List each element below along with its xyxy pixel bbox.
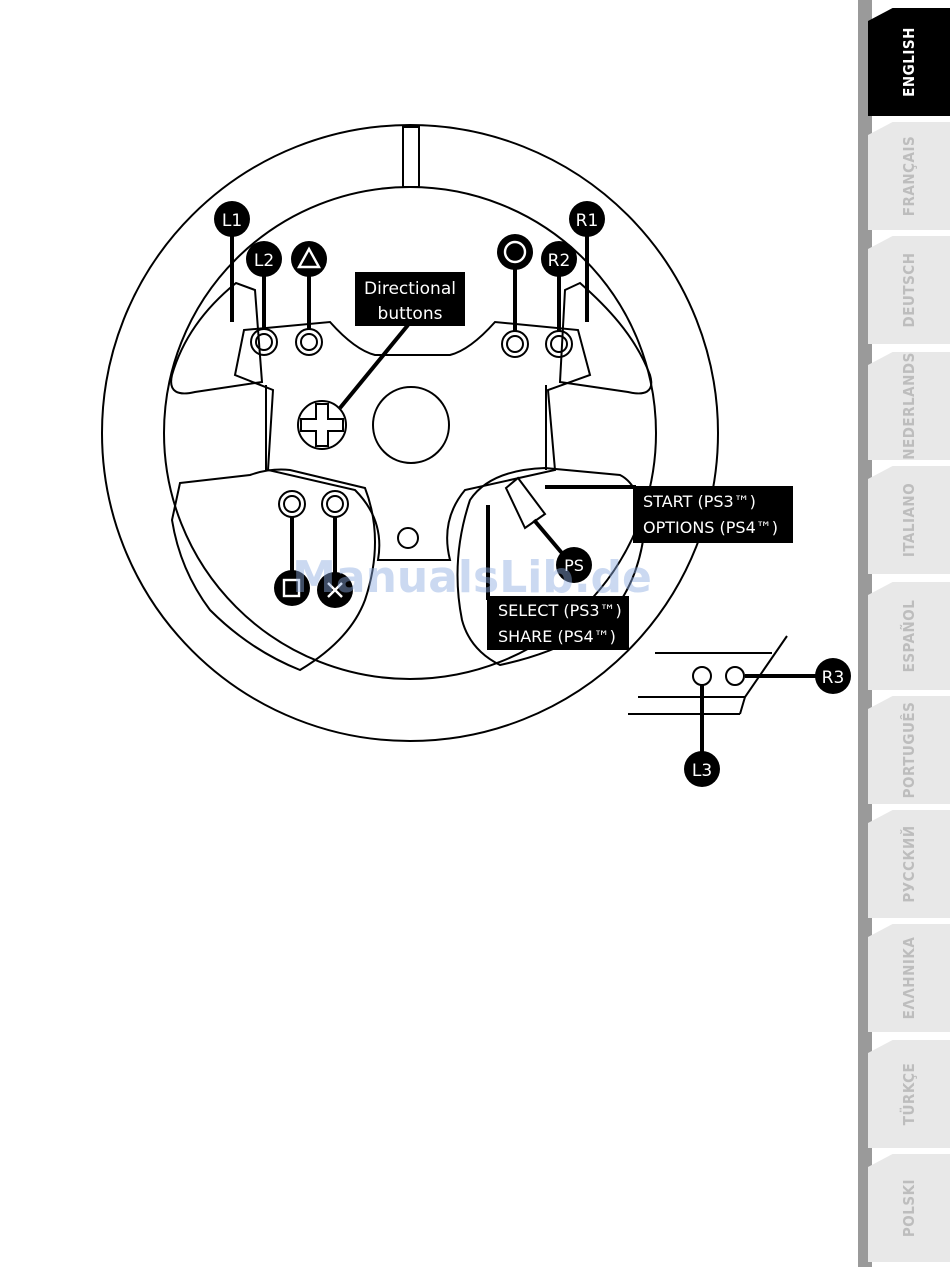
triangle-callout bbox=[291, 241, 327, 277]
r1-callout: R1 bbox=[569, 201, 605, 237]
svg-text:R3: R3 bbox=[822, 668, 845, 688]
language-tabs: ENGLISH FRANÇAIS DEUTSCH NEDERLANDS ITALIANO… bbox=[858, 0, 950, 1267]
language-tab[interactable]: ΕΛΛΗΝΙΚΑ bbox=[868, 924, 950, 1032]
ps-lever-outline bbox=[506, 478, 545, 528]
select-share-label: SELECT (PS3™) SHARE (PS4™) bbox=[487, 596, 629, 650]
square-button-ring bbox=[279, 491, 305, 517]
r3-callout: R3 bbox=[815, 658, 851, 694]
l2-callout: L2 bbox=[246, 241, 282, 277]
language-tab-label: ENGLISH bbox=[900, 27, 918, 97]
language-tab-label: TÜRKÇE bbox=[900, 1063, 918, 1125]
language-tab[interactable]: NEDERLANDS bbox=[868, 352, 950, 460]
triangle-button-ring bbox=[296, 329, 322, 355]
directional-leader bbox=[340, 325, 408, 408]
l3-callout: L3 bbox=[684, 751, 720, 787]
language-tab-label: NEDERLANDS bbox=[900, 352, 918, 460]
ps-callout: PS bbox=[556, 547, 592, 583]
language-tab-label: PORTUGUÊS bbox=[900, 702, 918, 799]
language-tab[interactable]: TÜRKÇE bbox=[868, 1040, 950, 1148]
hub-screw bbox=[398, 528, 418, 548]
language-tab-label: POLSKI bbox=[900, 1179, 918, 1237]
r2-button-ring bbox=[546, 331, 572, 357]
language-tab[interactable]: FRANÇAIS bbox=[868, 122, 950, 230]
cross-button-ring bbox=[322, 491, 348, 517]
language-tab[interactable]: ITALIANO bbox=[868, 466, 950, 574]
svg-text:L1: L1 bbox=[222, 211, 242, 231]
svg-text:R2: R2 bbox=[548, 251, 571, 271]
triangle-button[interactable] bbox=[301, 334, 317, 350]
svg-text:L2: L2 bbox=[254, 251, 274, 271]
dpad-ring bbox=[298, 401, 346, 449]
left-paddle-outline bbox=[171, 283, 262, 393]
dpad-cross bbox=[301, 404, 343, 446]
cross-callout bbox=[317, 572, 353, 608]
svg-text:OPTIONS (PS4™): OPTIONS (PS4™) bbox=[643, 518, 778, 537]
language-tab[interactable]: DEUTSCH bbox=[868, 236, 950, 344]
circle-callout bbox=[497, 234, 533, 270]
l1-callout: L1 bbox=[214, 201, 250, 237]
svg-text:PS: PS bbox=[564, 556, 584, 575]
circle-button-ring bbox=[502, 331, 528, 357]
circle-button[interactable] bbox=[507, 336, 523, 352]
svg-text:SELECT (PS3™): SELECT (PS3™) bbox=[498, 601, 622, 620]
cross-button[interactable] bbox=[327, 496, 343, 512]
lower-left-grip-outline bbox=[172, 470, 375, 670]
r2-button[interactable] bbox=[551, 336, 567, 352]
directional-buttons-label: Directional buttons bbox=[355, 272, 465, 326]
language-tab[interactable]: POLSKI bbox=[868, 1154, 950, 1262]
wheel-hub bbox=[373, 387, 449, 463]
language-tab-label: РУССКИЙ bbox=[900, 825, 918, 902]
language-tab[interactable]: ENGLISH bbox=[868, 8, 950, 116]
svg-text:buttons: buttons bbox=[378, 304, 443, 324]
svg-text:R1: R1 bbox=[576, 211, 599, 231]
svg-text:L3: L3 bbox=[692, 761, 712, 781]
language-tab-label: DEUTSCH bbox=[900, 252, 918, 327]
svg-text:Directional: Directional bbox=[364, 279, 456, 299]
language-tab[interactable]: РУССКИЙ bbox=[868, 810, 950, 918]
l3-button[interactable] bbox=[693, 667, 711, 685]
language-tab[interactable]: PORTUGUÊS bbox=[868, 696, 950, 804]
svg-text:START (PS3™): START (PS3™) bbox=[643, 492, 756, 511]
language-tab[interactable]: ESPAÑOL bbox=[868, 582, 950, 690]
svg-text:SHARE (PS4™): SHARE (PS4™) bbox=[498, 627, 616, 646]
language-tab-label: ΕΛΛΗΝΙΚΑ bbox=[900, 937, 918, 1020]
start-options-label: START (PS3™) OPTIONS (PS4™) bbox=[633, 486, 793, 543]
l2-button-ring bbox=[251, 329, 277, 355]
square-button[interactable] bbox=[284, 496, 300, 512]
square-callout bbox=[274, 570, 310, 606]
r2-callout: R2 bbox=[541, 241, 577, 277]
language-tab-label: ITALIANO bbox=[900, 483, 918, 557]
rim-center-stripe bbox=[403, 127, 419, 187]
r3-button[interactable] bbox=[726, 667, 744, 685]
language-tab-label: ESPAÑOL bbox=[900, 600, 918, 673]
language-tab-label: FRANÇAIS bbox=[900, 136, 918, 216]
